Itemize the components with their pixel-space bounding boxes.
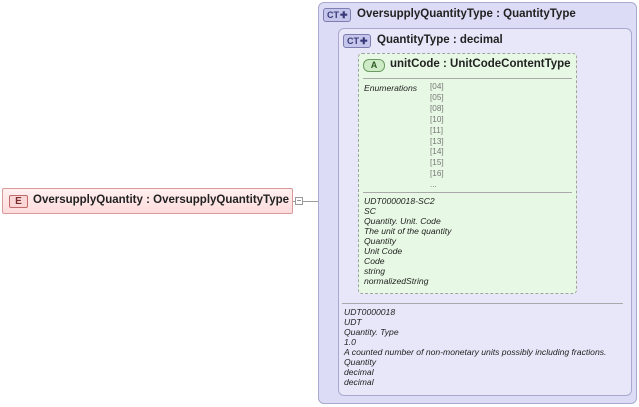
annotation-line: decimal xyxy=(344,377,374,387)
enum-value: [10] xyxy=(430,114,444,124)
enumerations-label: Enumerations xyxy=(364,83,418,93)
attribute-title: unitCode : UnitCodeContentType xyxy=(390,58,571,70)
complex-type-title: QuantityType : decimal xyxy=(377,34,503,46)
separator xyxy=(342,303,623,304)
enum-value: [13] xyxy=(430,136,444,146)
enum-value: [08] xyxy=(430,103,444,113)
separator xyxy=(363,192,572,193)
element-node[interactable]: E OversupplyQuantity : OversupplyQuantit… xyxy=(2,188,293,214)
annotation-line: 1.0 xyxy=(344,337,356,347)
collapse-toggle-icon[interactable]: − xyxy=(295,196,303,205)
plus-icon: ✚ xyxy=(340,10,348,20)
enum-value: [04] xyxy=(430,82,444,91)
annotation-line: SC xyxy=(364,206,376,216)
annotation-line: UDT0000018-SC2 xyxy=(364,196,435,206)
type-annotations: UDT0000018 UDT Quantity. Type 1.0 A coun… xyxy=(344,307,606,387)
element-label: OversupplyQuantity : OversupplyQuantityT… xyxy=(33,194,290,206)
annotation-line: UDT0000018 xyxy=(344,307,396,317)
annotation-line: normalizedString xyxy=(364,276,429,286)
attribute-annotations: UDT0000018-SC2 SC Quantity. Unit. Code T… xyxy=(364,196,451,286)
enum-value: [11] xyxy=(430,125,444,135)
separator xyxy=(363,78,572,79)
annotation-line: Quantity xyxy=(344,357,377,367)
connector-line xyxy=(303,201,318,202)
enum-value: ... xyxy=(430,180,437,190)
annotation-line: Quantity xyxy=(364,236,397,246)
enum-value: [05] xyxy=(430,92,444,102)
complex-type-badge: CT✚ xyxy=(343,34,371,48)
complex-type-badge: CT✚ xyxy=(323,8,351,22)
connector-line xyxy=(293,201,295,202)
attribute-badge: A xyxy=(363,59,385,72)
annotation-line: The unit of the quantity xyxy=(364,226,452,236)
annotation-line: Code xyxy=(364,256,385,266)
annotation-line: decimal xyxy=(344,367,374,377)
enum-value: [14] xyxy=(430,147,444,157)
enum-value: [15] xyxy=(430,158,444,168)
enum-value: [16] xyxy=(430,169,444,179)
annotation-line: string xyxy=(364,266,386,276)
annotation-line: UDT xyxy=(344,317,362,327)
element-badge: E xyxy=(9,195,28,208)
annotation-line: Unit Code xyxy=(364,246,403,256)
annotation-line: Quantity. Unit. Code xyxy=(364,216,441,226)
plus-icon: ✚ xyxy=(360,36,368,46)
complex-type-title: OversupplyQuantityType : QuantityType xyxy=(357,8,576,20)
annotation-line: Quantity. Type xyxy=(344,327,399,337)
annotation-line: A counted number of non-monetary units p… xyxy=(344,347,607,357)
enumeration-list: [04] [05] [08] [10] [11] [13] [14] [15] … xyxy=(430,82,444,191)
attribute-unitcode[interactable]: A unitCode : UnitCodeContentType Enumera… xyxy=(358,53,577,294)
